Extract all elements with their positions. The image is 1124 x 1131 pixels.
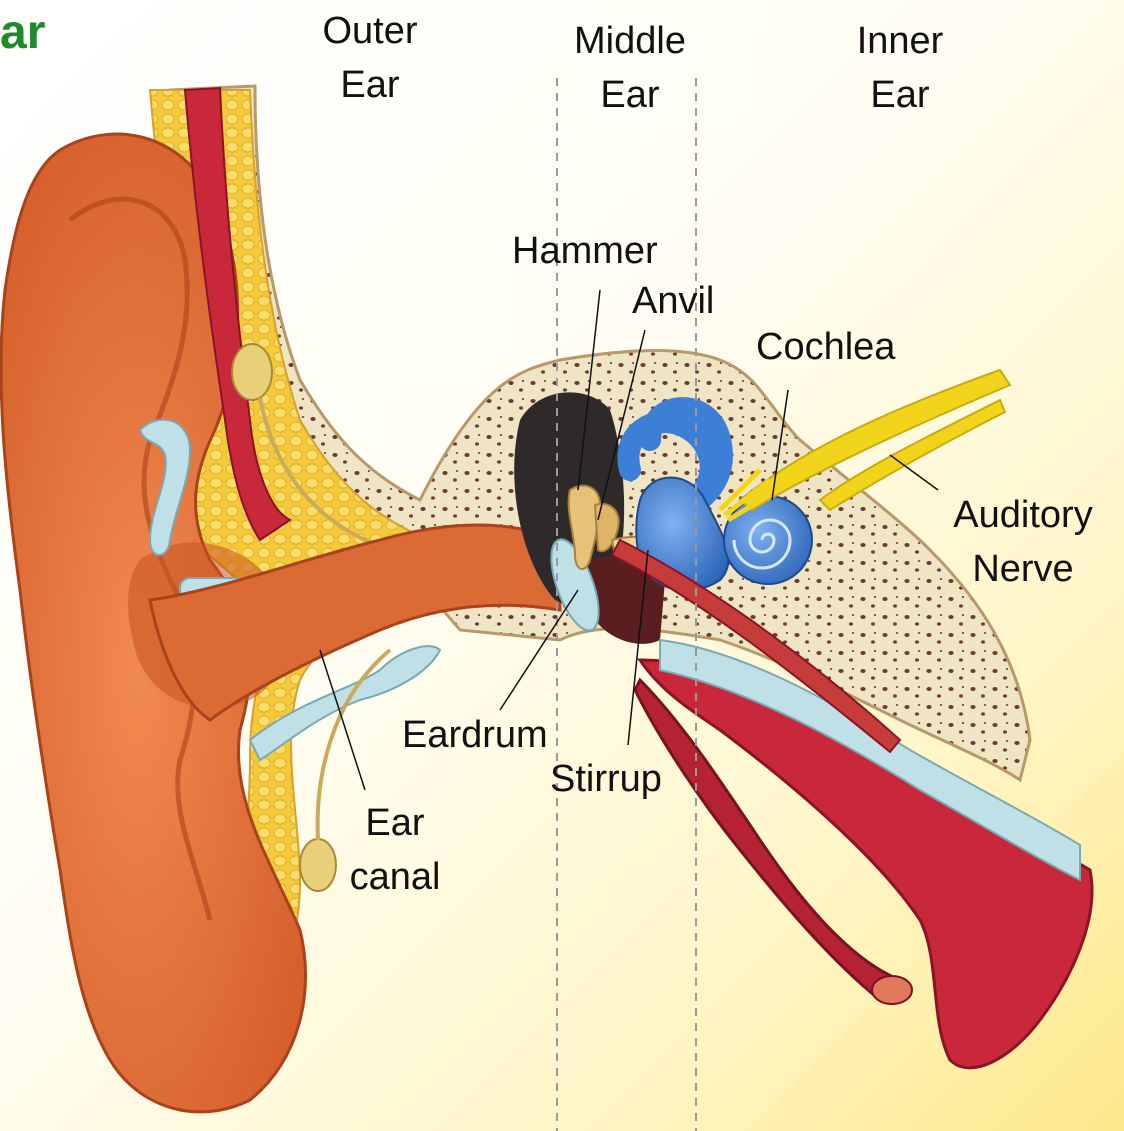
label-auditory-nerve-line1: Auditory (928, 488, 1118, 542)
leader-ear-canal (320, 650, 365, 790)
cochlea-shape (724, 496, 812, 584)
label-auditory-nerve-line2: Nerve (928, 542, 1118, 596)
label-middle-ear: Middle Ear (548, 14, 712, 122)
label-hammer: Hammer (512, 224, 658, 278)
label-outer-ear: Outer Ear (300, 4, 440, 112)
label-ear-canal-line2: canal (330, 850, 460, 904)
label-middle-ear-line2: Ear (548, 68, 712, 122)
muscle-lower-end (872, 976, 912, 1004)
label-eardrum: Eardrum (402, 708, 548, 762)
label-outer-ear-line1: Outer (300, 4, 440, 58)
gland-upper (232, 344, 272, 400)
label-ear-canal-line1: Ear (330, 796, 460, 850)
label-inner-ear: Inner Ear (830, 14, 970, 122)
label-cochlea: Cochlea (756, 320, 895, 374)
label-anvil: Anvil (632, 274, 714, 328)
label-auditory-nerve: Auditory Nerve (928, 488, 1118, 596)
label-inner-ear-line1: Inner (830, 14, 970, 68)
label-middle-ear-line1: Middle (548, 14, 712, 68)
label-inner-ear-line2: Ear (830, 68, 970, 122)
label-outer-ear-line2: Ear (300, 58, 440, 112)
label-stirrup: Stirrup (550, 752, 662, 806)
label-ear-canal: Ear canal (330, 796, 460, 904)
